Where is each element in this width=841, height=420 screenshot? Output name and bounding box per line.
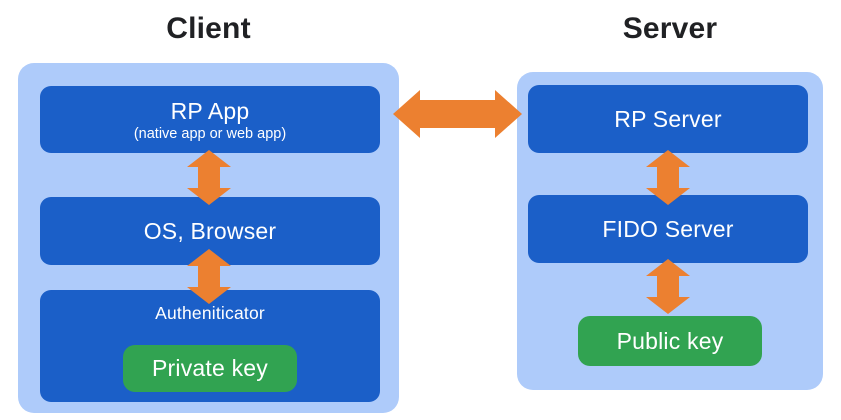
up-down-arrow-icon bbox=[646, 259, 690, 314]
rp-app-label: RP App bbox=[170, 97, 250, 124]
public-key-label: Public key bbox=[616, 327, 724, 354]
up-down-arrow-icon bbox=[187, 249, 231, 304]
up-down-arrow-icon bbox=[187, 150, 231, 205]
left-right-arrow-icon bbox=[393, 90, 522, 138]
private-key-box: Private key bbox=[123, 345, 297, 392]
rp-server-label: RP Server bbox=[614, 105, 722, 132]
rp-app-sublabel: (native app or web app) bbox=[133, 125, 287, 142]
os-browser-label: OS, Browser bbox=[143, 217, 277, 244]
client-title: Client bbox=[166, 12, 251, 45]
fido-server-box: FIDO Server bbox=[528, 195, 808, 263]
private-key-label: Private key bbox=[152, 355, 268, 381]
public-key-box: Public key bbox=[578, 316, 762, 366]
rp-app-box: RP App (native app or web app) bbox=[40, 86, 380, 153]
up-down-arrow-icon bbox=[646, 150, 690, 205]
rp-server-box: RP Server bbox=[528, 85, 808, 153]
authenticator-label: Autheniticator bbox=[155, 303, 265, 323]
fido-server-label: FIDO Server bbox=[602, 215, 734, 242]
server-title: Server bbox=[622, 12, 718, 45]
